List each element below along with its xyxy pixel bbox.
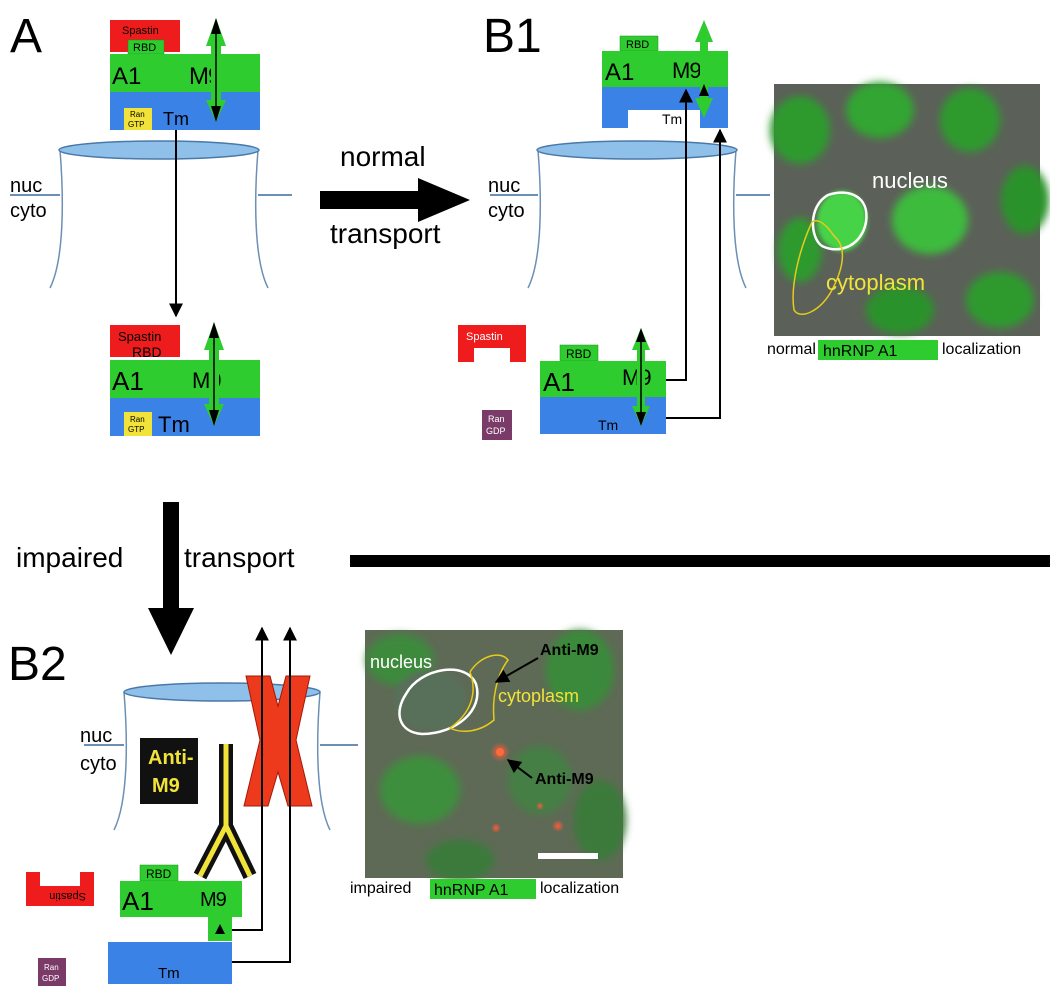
caption-impaired-highlight: hnRNP A1: [434, 882, 509, 899]
transport-label: transport: [330, 218, 441, 249]
svg-text:GDP: GDP: [42, 974, 59, 983]
complex-b1-top: RBD A1 M9 Tm: [602, 20, 728, 128]
nuc-label-b1: nuc: [488, 175, 520, 197]
complex-a-top: Spastin RBD A1 M9 Tm Ran GTP: [110, 18, 260, 130]
nuc-label-a: nuc: [10, 175, 42, 197]
panel-label-b1: B1: [483, 10, 542, 63]
complex-b2: RBD A1 M9 Tm: [108, 864, 242, 984]
svg-text:Spastin: Spastin: [118, 329, 161, 344]
separator-bar: [350, 555, 1050, 567]
ran-gdp-b2: Ran GDP: [38, 958, 66, 986]
svg-text:M9: M9: [672, 58, 701, 83]
anti-m9-line1: Anti-: [148, 747, 194, 769]
svg-text:Tm: Tm: [163, 109, 189, 129]
blocked-arrow-tm: [232, 626, 297, 963]
svg-text:GDP: GDP: [486, 426, 506, 436]
impaired-label: impaired: [16, 542, 123, 573]
ran-gdp-b1: Ran GDP: [482, 410, 512, 440]
panel-label-a: A: [10, 10, 42, 63]
svg-text:GTP: GTP: [128, 425, 144, 434]
cyto-label-b2: cyto: [80, 753, 117, 775]
micro-impaired-antim9-bottom: Anti-M9: [535, 771, 594, 788]
svg-text:A1: A1: [122, 886, 154, 916]
antibody-icon: [193, 744, 257, 880]
svg-text:GTP: GTP: [128, 120, 144, 129]
caption-impaired-post: localization: [540, 880, 619, 897]
micrograph-impaired: [365, 630, 626, 880]
transport2-label: transport: [184, 542, 295, 573]
caption-normal-highlight: hnRNP A1: [823, 343, 898, 360]
svg-text:Ran: Ran: [130, 415, 145, 424]
svg-text:Ran: Ran: [488, 414, 505, 424]
hnrnp-a1-a-top: [110, 54, 260, 92]
anti-m9-box: [140, 738, 198, 804]
svg-text:Tm: Tm: [598, 417, 618, 433]
cyto-label-b1: cyto: [488, 200, 525, 222]
svg-text:RBD: RBD: [626, 39, 649, 51]
normal-transport-arrow: [320, 178, 470, 222]
svg-text:A1: A1: [605, 59, 634, 86]
nucleus-cylinder-b1: [490, 140, 770, 289]
export-arrow-tm: [666, 128, 727, 419]
ran-gtp-a-top: [124, 108, 152, 130]
scale-bar: [538, 853, 598, 859]
a1-a-top: A1: [112, 63, 141, 90]
spastin-b1: Spastin: [458, 325, 526, 362]
complex-b1-bottom: RBD A1 M9 Tm: [540, 328, 666, 434]
micro-normal-cytoplasm: cytoplasm: [826, 270, 925, 295]
micrograph-normal: [770, 82, 1049, 336]
cyto-label-a: cyto: [10, 200, 47, 222]
svg-text:Tm: Tm: [662, 111, 682, 127]
svg-text:Ran: Ran: [130, 110, 145, 119]
micro-impaired-nucleus: nucleus: [370, 652, 432, 672]
svg-text:M9: M9: [622, 365, 651, 390]
svg-text:A1: A1: [543, 367, 575, 397]
svg-text:RBD: RBD: [566, 347, 592, 361]
micro-impaired-antim9-top: Anti-M9: [540, 642, 599, 659]
svg-text:RBD: RBD: [146, 867, 172, 881]
svg-text:Ran: Ran: [44, 963, 59, 972]
rbd-a-top: RBD: [133, 42, 156, 54]
micro-impaired-cytoplasm: cytoplasm: [498, 686, 579, 706]
rbd-a-bottom: RBD: [132, 344, 162, 360]
svg-text:M9: M9: [200, 889, 227, 911]
caption-normal-pre: normal: [767, 341, 816, 358]
svg-text:A1: A1: [112, 366, 144, 396]
spastin-b2: Spastin: [26, 872, 94, 906]
svg-text:Spastin: Spastin: [122, 25, 159, 37]
nuc-label-b2: nuc: [80, 725, 112, 747]
svg-text:Spastin: Spastin: [466, 331, 503, 343]
caption-impaired-pre: impaired: [350, 880, 411, 897]
micro-normal-nucleus: nucleus: [872, 168, 948, 193]
export-arrow-a1: [666, 88, 693, 381]
normal-label: normal: [340, 141, 426, 172]
blocked-arrow-a1: [232, 626, 269, 931]
svg-text:Tm: Tm: [158, 412, 190, 437]
complex-a-bottom: Spastin RBD A1 M9 Tm Ran GTP: [110, 322, 260, 437]
anti-m9-line2: M9: [152, 775, 180, 797]
svg-text:Tm: Tm: [158, 965, 180, 982]
caption-normal-post: localization: [942, 341, 1021, 358]
panel-label-b2: B2: [8, 638, 67, 691]
impaired-transport-arrow: [148, 502, 194, 655]
nucleus-cylinder-a: [10, 140, 292, 289]
svg-text:Spastin: Spastin: [49, 890, 86, 902]
